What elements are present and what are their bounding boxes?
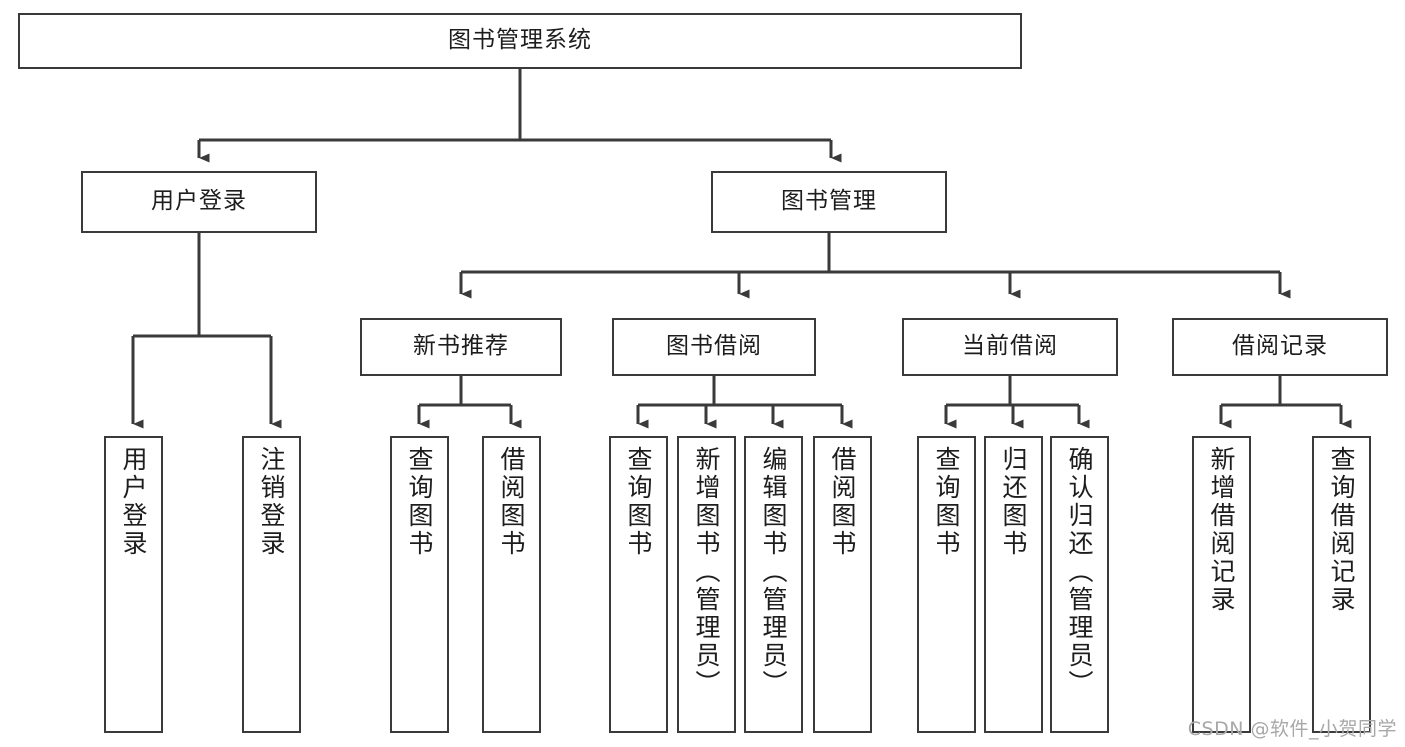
node-leaf-br-add-label: 新增借阅记录 (1207, 446, 1236, 614)
node-leaf-rec-borrow[interactable]: 借阅图书 (482, 436, 541, 733)
node-leaf-rec-query[interactable]: 查询图书 (390, 436, 449, 733)
node-current-borrow[interactable]: 当前借阅 (902, 318, 1118, 376)
node-leaf-cb-query[interactable]: 查询图书 (917, 436, 976, 733)
node-leaf-cb-query-label: 查询图书 (932, 446, 961, 558)
node-book-borrow[interactable]: 图书借阅 (612, 318, 816, 376)
node-book-manage[interactable]: 图书管理 (711, 171, 947, 233)
node-leaf-bb-add-label: 新增图书（管理员） (692, 446, 721, 698)
node-leaf-cb-return-label: 归还图书 (999, 446, 1028, 558)
node-leaf-bb-edit[interactable]: 编辑图书（管理员） (744, 436, 803, 733)
node-leaf-cb-return[interactable]: 归还图书 (984, 436, 1043, 733)
node-book-manage-label: 图书管理 (781, 188, 877, 215)
node-leaf-br-query-label: 查询借阅记录 (1327, 446, 1356, 614)
node-leaf-bb-query-label: 查询图书 (624, 446, 653, 558)
node-leaf-user-login-label: 用户登录 (119, 446, 148, 558)
node-leaf-bb-query[interactable]: 查询图书 (609, 436, 668, 733)
node-leaf-user-login[interactable]: 用户登录 (104, 436, 163, 733)
node-leaf-bb-edit-label: 编辑图书（管理员） (759, 446, 788, 698)
node-leaf-rec-borrow-label: 借阅图书 (497, 446, 526, 558)
node-root[interactable]: 图书管理系统 (18, 13, 1022, 69)
node-root-label: 图书管理系统 (448, 27, 592, 54)
node-leaf-bb-add[interactable]: 新增图书（管理员） (677, 436, 736, 733)
node-book-borrow-label: 图书借阅 (666, 333, 762, 360)
node-leaf-rec-query-label: 查询图书 (405, 446, 434, 558)
node-new-book-rec-label: 新书推荐 (413, 333, 509, 360)
node-current-borrow-label: 当前借阅 (962, 333, 1058, 360)
node-leaf-bb-borrow-label: 借阅图书 (828, 446, 857, 558)
node-leaf-user-logout-label: 注销登录 (257, 446, 286, 558)
node-leaf-br-add[interactable]: 新增借阅记录 (1192, 436, 1251, 733)
node-borrow-record[interactable]: 借阅记录 (1172, 318, 1388, 376)
node-leaf-br-query[interactable]: 查询借阅记录 (1312, 436, 1371, 733)
csdn-watermark: CSDN @软件_小贺同学 (1187, 718, 1397, 740)
node-leaf-bb-borrow[interactable]: 借阅图书 (813, 436, 872, 733)
node-borrow-record-label: 借阅记录 (1232, 333, 1328, 360)
node-leaf-cb-confirm[interactable]: 确认归还（管理员） (1050, 436, 1109, 733)
node-user-login[interactable]: 用户登录 (81, 171, 317, 233)
node-new-book-rec[interactable]: 新书推荐 (360, 318, 562, 376)
node-leaf-user-logout[interactable]: 注销登录 (242, 436, 301, 733)
node-leaf-cb-confirm-label: 确认归还（管理员） (1065, 446, 1094, 698)
node-user-login-label: 用户登录 (151, 188, 247, 215)
